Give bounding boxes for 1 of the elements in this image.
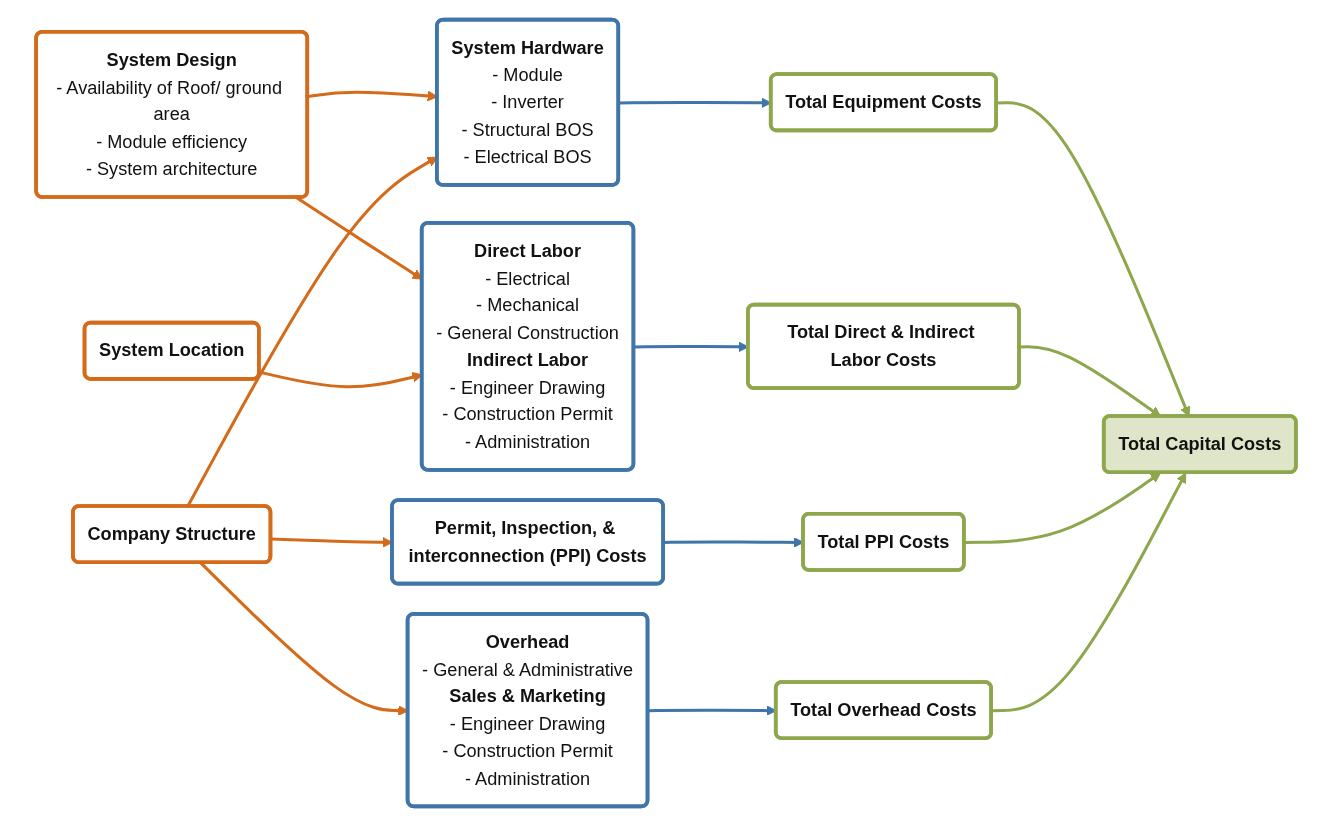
arrow: [964, 472, 1162, 544]
